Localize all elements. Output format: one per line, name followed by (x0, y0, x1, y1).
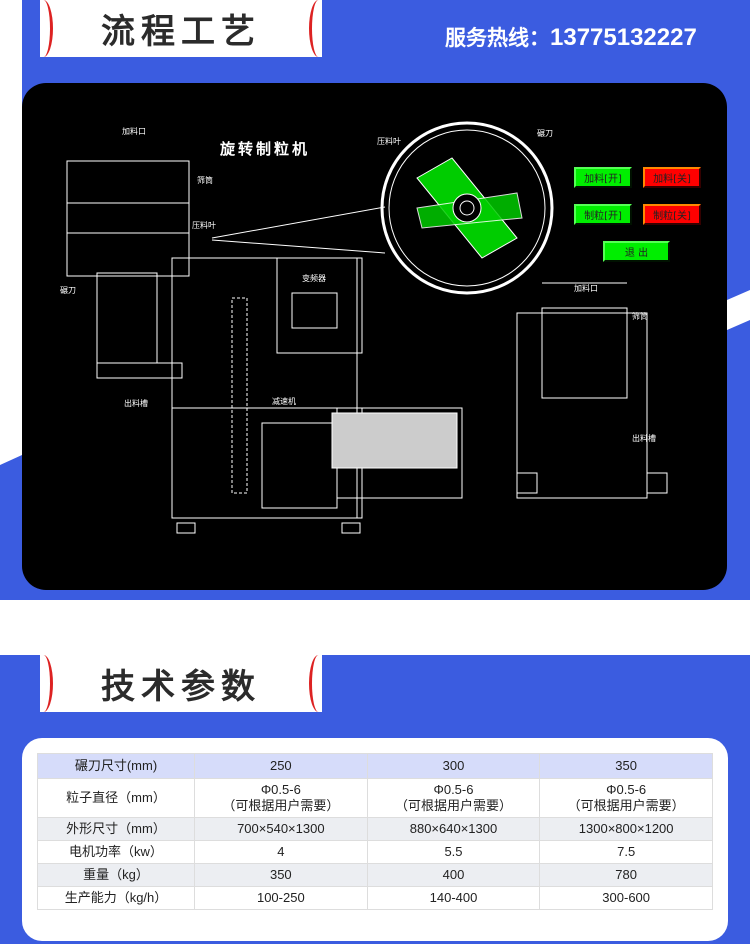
table-cell: 5.5 (366, 840, 541, 864)
granulate-on-button[interactable]: 制粒[开] (574, 204, 632, 225)
table-cell: 780 (539, 863, 713, 887)
process-diagram: 加料口 旋转制粒机 筛筒 压料叶 碾刀 变频器 出料槽 减速机 压料叶 碾刀 加… (22, 83, 727, 590)
hotline: 服务热线：13775132227 (445, 24, 697, 51)
row-header: 生产能力（kg/h） (37, 886, 195, 910)
table-cell: 880×640×1300 (366, 817, 541, 841)
table-cell: Φ0.5-6（可根据用户需要） (194, 778, 368, 818)
table-cell: 400 (366, 863, 541, 887)
granulate-off-button[interactable]: 制粒[关] (643, 204, 701, 225)
machine-drawing (66, 121, 668, 534)
row-header: 重量（kg） (37, 863, 195, 887)
row-header: 电机功率（kw） (37, 840, 195, 864)
table-cell: Φ0.5-6（可根据用户需要） (366, 778, 541, 818)
table-cell: Φ0.5-6（可根据用户需要） (539, 778, 713, 818)
hotline-number: 13775132227 (550, 24, 697, 51)
diagram-title: 旋转制粒机 (220, 140, 311, 158)
row-header: 碾刀尺寸(mm) (37, 753, 195, 779)
table-cell: 7.5 (539, 840, 713, 864)
table-cell: 300-600 (539, 886, 713, 910)
table-cell: 350 (539, 753, 713, 779)
table-cell: 300 (366, 753, 541, 779)
feed-on-button[interactable]: 加料[开] (574, 167, 632, 188)
row-header: 外形尺寸（mm） (37, 817, 195, 841)
exit-button[interactable]: 退 出 (603, 241, 670, 262)
section-title-process: 流程工艺 (40, 0, 322, 57)
section-title-specs: 技术参数 (40, 655, 322, 712)
table-cell: 1300×800×1200 (539, 817, 713, 841)
feed-off-button[interactable]: 加料[关] (643, 167, 701, 188)
table-cell: 350 (194, 863, 368, 887)
table-cell: 250 (194, 753, 368, 779)
table-row: 粒子直径（mm）Φ0.5-6（可根据用户需要）Φ0.5-6（可根据用户需要）Φ0… (37, 778, 713, 818)
table-cell: 700×540×1300 (194, 817, 368, 841)
table-cell: 4 (194, 840, 368, 864)
row-header: 粒子直径（mm） (37, 778, 195, 818)
table-cell: 100-250 (194, 886, 368, 910)
table-cell: 140-400 (366, 886, 541, 910)
